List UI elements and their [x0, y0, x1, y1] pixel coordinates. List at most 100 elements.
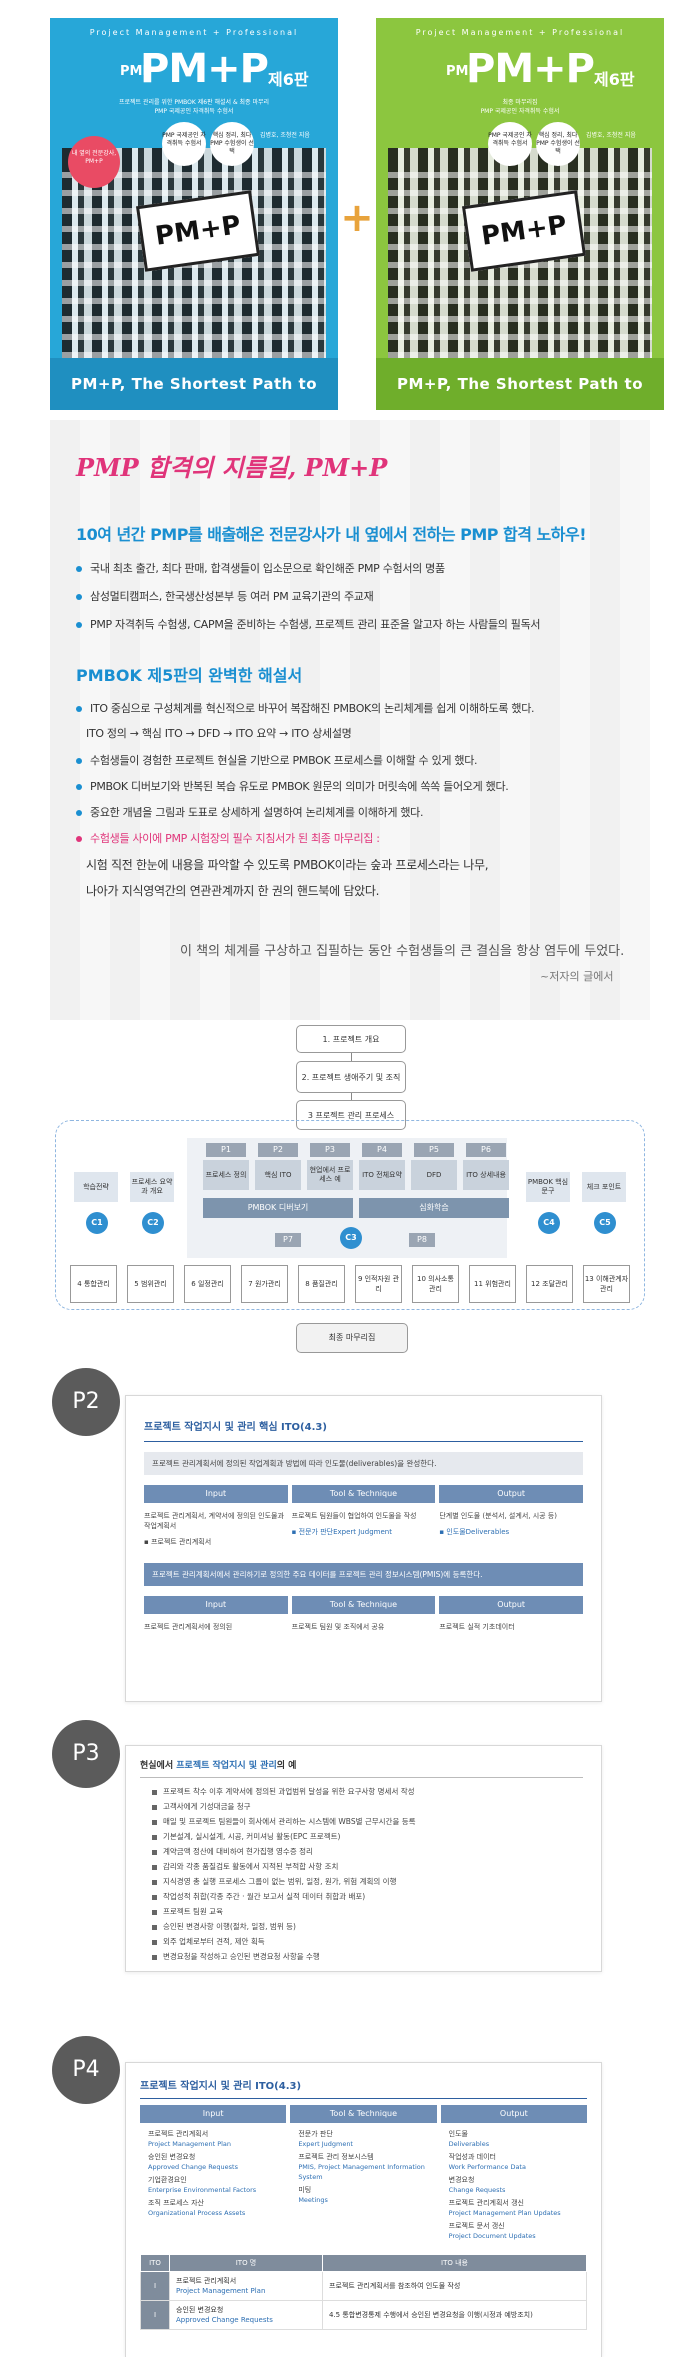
book-author: 김병호, 조청전 지음	[260, 132, 310, 139]
bullet-item: PMP 자격취득 수험생, CAPM을 준비하는 수험생, 프로젝트 관리 표준…	[76, 616, 541, 632]
p4-title: 프로젝트 작업지시 및 관리 ITO(4.3)	[140, 2081, 302, 2092]
p2-input-text: 프로젝트 관리계획서, 계약서에 정의된 인도물과 작업계획서	[144, 1512, 284, 1530]
p2-output-col: 단계별 인도물 (분석서, 설계서, 시공 등) ▪ 인도물Deliverabl…	[439, 1511, 583, 1547]
book-title: PM+P	[466, 46, 595, 92]
section-title: PMBOK 제5판의 완벽한 해설서	[76, 666, 303, 685]
knowledge-area: 5 범위관리	[127, 1265, 174, 1303]
p3-list-item: 기본설계, 실시설계, 시공, 커미셔닝 활동(EPC 프로젝트)	[152, 1829, 583, 1844]
p2-intro2: 프로젝트 관리계획서에서 관리하기로 정의한 주요 데이터를 프로젝트 관리 정…	[144, 1563, 583, 1586]
p-box: ITO 상세내용	[463, 1160, 509, 1190]
p3-list-item: 프로젝트 팀원 교육	[152, 1904, 583, 1919]
cover-badge: 내 옆의 전문강사, PM+P	[68, 136, 120, 188]
tool-header: Tool & Technique	[291, 1596, 436, 1614]
p2-tool-text: 프로젝트 팀원들이 협업하여 인도물을 작성	[291, 1512, 417, 1520]
p3-list-item: 프로젝트 착수 이후 계약서에 정의된 과업범위 달성을 위한 요구사항 명세서…	[152, 1784, 583, 1799]
output-header: Output	[440, 2105, 587, 2123]
cover-badge: 핵심 정리, 최다 PMP 수험생이 선택	[536, 122, 580, 166]
book-author: 김병호, 조청전 지음	[586, 132, 636, 139]
book-desc-line: 최종 마무리집	[502, 99, 538, 106]
p2-row2-tool: 프로젝트 팀원 및 조직에서 공유	[291, 1623, 385, 1631]
p3-list-item: 계약금액 정산에 대비하여 현가집행 영수증 정리	[152, 1844, 583, 1859]
bullet-item: 수험생들이 경험한 프로젝트 현실을 기반으로 PMBOK 프로세스를 이해할 …	[76, 752, 478, 768]
p8-label: P8	[409, 1233, 435, 1247]
flow-arrow	[351, 1093, 352, 1100]
plus-sign: +	[340, 195, 374, 241]
pmbok-review-bar: PMBOK 디버보기	[203, 1198, 353, 1218]
p3-list-item: 변경요청을 작성하고 승인된 변경요청 사항을 수행	[152, 1949, 583, 1964]
bullet-item: PMBOK 디버보기와 반복된 복습 유도로 PMBOK 원문의 의미가 머릿속…	[76, 778, 509, 794]
book-edition: 제6판	[268, 70, 309, 89]
p2-intro: 프로젝트 관리계획서에 정의된 작업계획과 방법에 따라 인도물(deliver…	[144, 1452, 583, 1475]
knowledge-area: 6 일정관리	[184, 1265, 231, 1303]
ito-col-header: ITO 내용	[322, 2254, 587, 2272]
bullet-item: 국내 최초 출간, 최다 판매, 합격생들이 입소문으로 확인해준 PMP 수험…	[76, 560, 445, 576]
knowledge-area: 8 품질관리	[298, 1265, 345, 1303]
bullet-item-highlight: 수험생들 사이에 PMP 시험장의 필수 지침서가 된 최종 마무리집 :	[76, 830, 380, 846]
flow-step-3: 3 프로젝트 관리 프로세스	[296, 1100, 406, 1130]
p3-list-item: 지식경영 총 실행 프로세스 그룹이 없는 범위, 일정, 원가, 위험 계획의…	[152, 1874, 583, 1889]
p-header: P1	[206, 1143, 246, 1157]
book-desc-line: 프로젝트 관리를 위한 PMBOK 제6판 해설서 & 최종 마무리	[118, 99, 270, 106]
bullet-item: 중요한 개념을 그림과 도표로 상세하게 설명하여 논리체계를 이해하게 했다.	[76, 804, 423, 820]
ito-col-header: ITO	[140, 2254, 170, 2272]
p-box: DFD	[411, 1160, 457, 1190]
advanced-study-bar: 심화학습	[359, 1198, 509, 1218]
book-edition: 제6판	[594, 70, 635, 89]
p3-list-item: 외주 업체로부터 견적, 제안 획득	[152, 1934, 583, 1949]
knowledge-area: 10 의사소통 관리	[412, 1265, 459, 1303]
p3-list-item: 고객사에게 기성대금을 청구	[152, 1799, 583, 1814]
checkpoint-box: 체크 포인트	[582, 1172, 626, 1202]
flow-arrow	[351, 1053, 352, 1061]
p3-list-item: 매일 및 프로젝트 팀원들이 회사에서 관리하는 시스템에 WBS별 근무시간을…	[152, 1814, 583, 1829]
input-header: Input	[144, 1485, 288, 1503]
cover-badge: PMP 국제공인 자격취득 수험서	[162, 122, 206, 166]
ito-col-header: ITO 명	[169, 2254, 323, 2272]
book-cover-final: Project Management + Professional PMP PM…	[376, 18, 664, 410]
knowledge-area: 13 이해관계자 관리	[583, 1265, 630, 1303]
p4-marker: P4	[52, 2036, 120, 2104]
p2-marker: P2	[52, 1368, 120, 1436]
headline: 10여 년간 PMP를 배출해온 전문강사가 내 옆에서 전하는 PMP 합격 …	[76, 525, 587, 544]
book-cover-main: Project Management + Professional PMP PM…	[50, 18, 338, 410]
book-footer: PM+P, The Shortest Path to PMP	[376, 358, 664, 410]
c1-marker: C1	[86, 1212, 108, 1234]
p2-tool-col: 프로젝트 팀원들이 협업하여 인도물을 작성 ▪ 전문가 판단Expert Ju…	[292, 1511, 436, 1547]
output-header: Output	[439, 1596, 584, 1614]
bullet-item: ITO 중심으로 구성체계를 혁신적으로 바꾸어 복잡해진 PMBOK의 논리체…	[76, 700, 535, 716]
p-box: 현업에서 프로세스 예	[307, 1160, 353, 1190]
intro-section	[50, 420, 650, 1020]
book-series: Project Management + Professional	[415, 28, 625, 37]
p-box: 프로세스 정의	[203, 1160, 249, 1190]
knowledge-area: 12 조달관리	[526, 1265, 573, 1303]
knowledge-area: 4 통합관리	[70, 1265, 117, 1303]
final-desc-line: 나아가 지식영역간의 연관관계까지 한 권의 핸드북에 담았다.	[86, 884, 380, 898]
flow-step-2: 2. 프로젝트 생애주기 및 조직	[296, 1061, 406, 1093]
p-header: P4	[362, 1143, 402, 1157]
p-box: ITO 전체요약	[359, 1160, 405, 1190]
c2-marker: C2	[142, 1212, 164, 1234]
input-header: Input	[140, 2105, 287, 2123]
book-desc-line: PMP 국제공인 자격취득 수험서	[480, 108, 560, 115]
bullet-item: 삼성멀티캠퍼스, 한국생산성본부 등 여러 PM 교육기관의 주교재	[76, 588, 374, 604]
book-series: Project Management + Professional	[89, 28, 299, 37]
ito-sequence: ITO 정의 → 핵심 ITO → DFD → ITO 요약 → ITO 상세설…	[86, 727, 352, 740]
p2-page: 프로젝트 작업지시 및 관리 핵심 ITO(4.3) 프로젝트 관리계획서에 정…	[125, 1395, 602, 1702]
tool-header: Tool & Technique	[291, 1485, 436, 1503]
p-header: P6	[466, 1143, 506, 1157]
p-header: P3	[310, 1143, 350, 1157]
book-description: 프로젝트 관리를 위한 PMBOK 제6판 해설서 & 최종 마무리 PMP 국…	[60, 98, 328, 116]
